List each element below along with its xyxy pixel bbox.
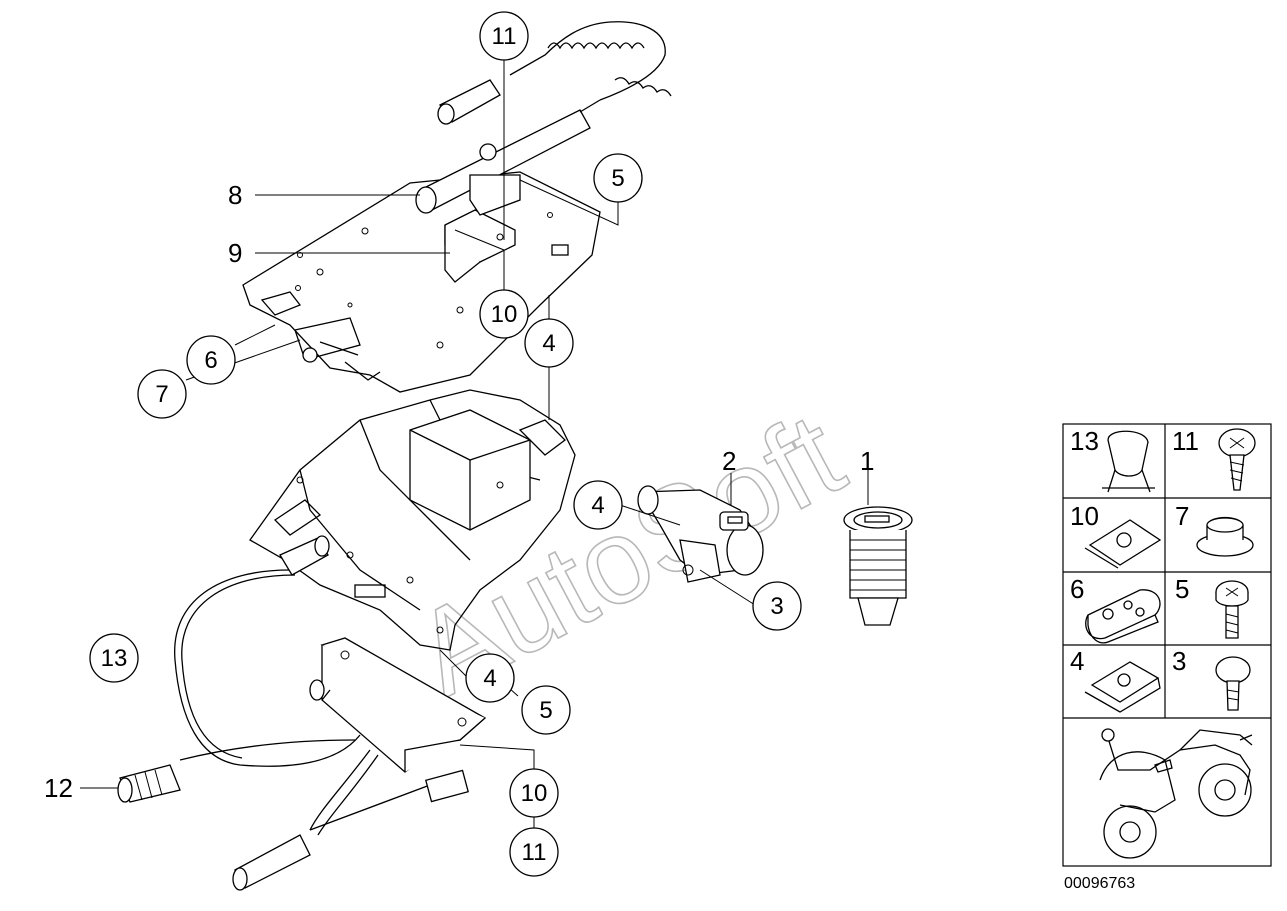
legend-cell-3: 3 xyxy=(1172,646,1251,711)
svg-text:5: 5 xyxy=(1175,574,1189,604)
callout-4-bottom: 4 xyxy=(465,653,515,703)
svg-text:2: 2 xyxy=(722,446,736,476)
svg-text:10: 10 xyxy=(521,780,548,807)
svg-text:5: 5 xyxy=(611,165,624,192)
rubber-pad-icon xyxy=(1085,589,1161,644)
bolt-icon xyxy=(1215,580,1249,639)
svg-text:10: 10 xyxy=(1070,501,1099,531)
svg-text:3: 3 xyxy=(770,593,783,620)
control-box xyxy=(309,637,487,773)
svg-text:6: 6 xyxy=(1070,574,1084,604)
svg-text:1: 1 xyxy=(860,446,874,476)
screw-icon xyxy=(1218,428,1256,491)
svg-text:10: 10 xyxy=(491,301,518,328)
svg-text:4: 4 xyxy=(591,492,604,519)
clip-nut-icon xyxy=(1084,661,1161,713)
cable-harness-part-13 xyxy=(117,535,469,891)
mounting-plate xyxy=(242,171,601,393)
svg-text:9: 9 xyxy=(228,238,242,268)
leader-lines xyxy=(80,55,869,830)
legend-cell-11: 11 xyxy=(1172,426,1256,491)
svg-text:3: 3 xyxy=(1172,646,1186,676)
callout-4-lock: 4 xyxy=(573,480,623,530)
callout-12: 12 xyxy=(44,773,73,803)
svg-text:11: 11 xyxy=(1172,426,1199,456)
svg-text:13: 13 xyxy=(1070,426,1099,456)
callout-13: 13 xyxy=(89,633,139,683)
svg-text:4: 4 xyxy=(483,665,496,692)
legend-table xyxy=(1062,423,1272,867)
callout-8: 8 xyxy=(228,180,242,210)
rivet-icon xyxy=(1215,656,1251,711)
latch-parts-6-7 xyxy=(294,317,361,363)
svg-text:5: 5 xyxy=(539,697,552,724)
svg-text:12: 12 xyxy=(44,773,73,803)
motorcycle-icon xyxy=(1099,728,1253,859)
svg-text:7: 7 xyxy=(1175,501,1189,531)
callout-11-bottom: 11 xyxy=(509,827,559,877)
svg-text:11: 11 xyxy=(522,839,547,866)
legend-cell-7: 7 xyxy=(1175,501,1254,557)
svg-text:8: 8 xyxy=(228,180,242,210)
handle-assembly-part-8 xyxy=(415,21,672,216)
callout-2: 2 xyxy=(722,446,736,476)
svg-text:4: 4 xyxy=(542,330,555,357)
callout-7: 7 xyxy=(137,369,187,419)
callout-11-top: 11 xyxy=(479,11,529,61)
bracket-part-9 xyxy=(444,209,516,283)
clip-icon xyxy=(1102,430,1155,493)
legend-cell-10: 10 xyxy=(1070,501,1162,569)
lock-housing-part-2 xyxy=(637,485,764,583)
lock-cylinder-part-1 xyxy=(843,506,913,626)
legend-cell-5: 5 xyxy=(1175,574,1249,639)
legend-cell-6: 6 xyxy=(1070,574,1161,644)
callout-3: 3 xyxy=(752,581,802,631)
callout-5-bottom: 5 xyxy=(521,685,571,735)
callout-9: 9 xyxy=(228,238,242,268)
callout-4-mid: 4 xyxy=(524,318,574,368)
svg-text:11: 11 xyxy=(492,23,517,50)
callout-10-top: 10 xyxy=(479,289,529,339)
callout-5-top: 5 xyxy=(593,153,643,203)
legend-cell-13: 13 xyxy=(1070,426,1155,493)
speed-nut-icon xyxy=(1084,519,1162,569)
svg-text:6: 6 xyxy=(204,347,217,374)
legend-cell-4: 4 xyxy=(1070,646,1161,713)
svg-text:4: 4 xyxy=(1070,646,1084,676)
reference-number: 00096763 xyxy=(1064,875,1135,892)
callout-6: 6 xyxy=(186,335,236,385)
main-frame xyxy=(249,389,576,651)
svg-text:13: 13 xyxy=(101,645,128,672)
callout-1: 1 xyxy=(860,446,874,476)
svg-text:7: 7 xyxy=(155,381,168,408)
callout-10-bottom: 10 xyxy=(509,768,559,818)
grommet-icon xyxy=(1196,516,1254,557)
